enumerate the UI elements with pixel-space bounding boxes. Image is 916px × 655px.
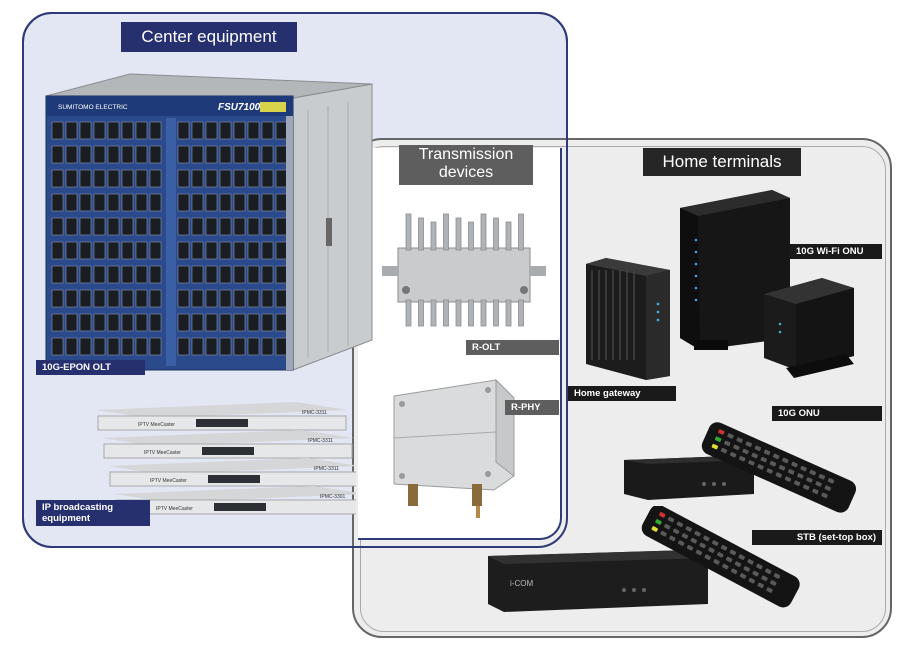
ip-unit-model-text: IPMC-3311 — [308, 438, 333, 444]
label-r-phy: R-PHY — [505, 400, 559, 415]
ip-unit-brand-text: IPTV MeeCaster — [150, 478, 187, 484]
label-r-olt: R-OLT — [466, 340, 559, 355]
center-equipment-title: Center equipment — [121, 22, 297, 52]
label-10g-epon-olt: 10G-EPON OLT — [36, 360, 145, 375]
10g-onu-image — [764, 278, 854, 378]
r-olt-image — [382, 213, 546, 327]
label-10g-onu: 10G ONU — [772, 406, 882, 421]
10g-wifi-onu-image — [680, 190, 790, 350]
ip-unit-model-text: IPMC-3311 — [302, 410, 327, 416]
label-stb: STB (set-top box) — [752, 530, 882, 545]
stb-lower-image: i-COM — [488, 506, 800, 612]
ip-unit-brand-text: IPTV MeeCaster — [156, 506, 193, 512]
stb-brand-text: i-COM — [510, 579, 533, 588]
transmission-title-line2: devices — [438, 164, 494, 181]
label-ip-broadcasting-equipment: IP broadcasting equipment — [36, 500, 150, 526]
ip-unit-model-text: IPMC-3311 — [314, 466, 339, 472]
home-terminals-title: Home terminals — [643, 148, 801, 176]
olt-brand-text: SUMITOMO ELECTRIC — [58, 104, 128, 111]
ip-unit-brand-text: IPTV MeeCaster — [138, 422, 175, 428]
stb-with-remote-image — [624, 422, 857, 513]
olt-chassis-image: SUMITOMO ELECTRIC FSU7100 — [45, 73, 373, 371]
label-10g-wifi-onu: 10G Wi-Fi ONU — [790, 244, 882, 259]
olt-model-text: FSU7100 — [218, 102, 261, 113]
transmission-title-line1: Transmission — [418, 146, 514, 163]
transmission-devices-title: Transmission devices — [399, 145, 533, 185]
ip-unit-model-text: IPMC-3301 — [320, 494, 346, 500]
label-home-gateway: Home gateway — [568, 386, 676, 401]
home-gateway-image — [586, 258, 670, 380]
ip-unit-brand-text: IPTV MeeCaster — [144, 450, 181, 456]
